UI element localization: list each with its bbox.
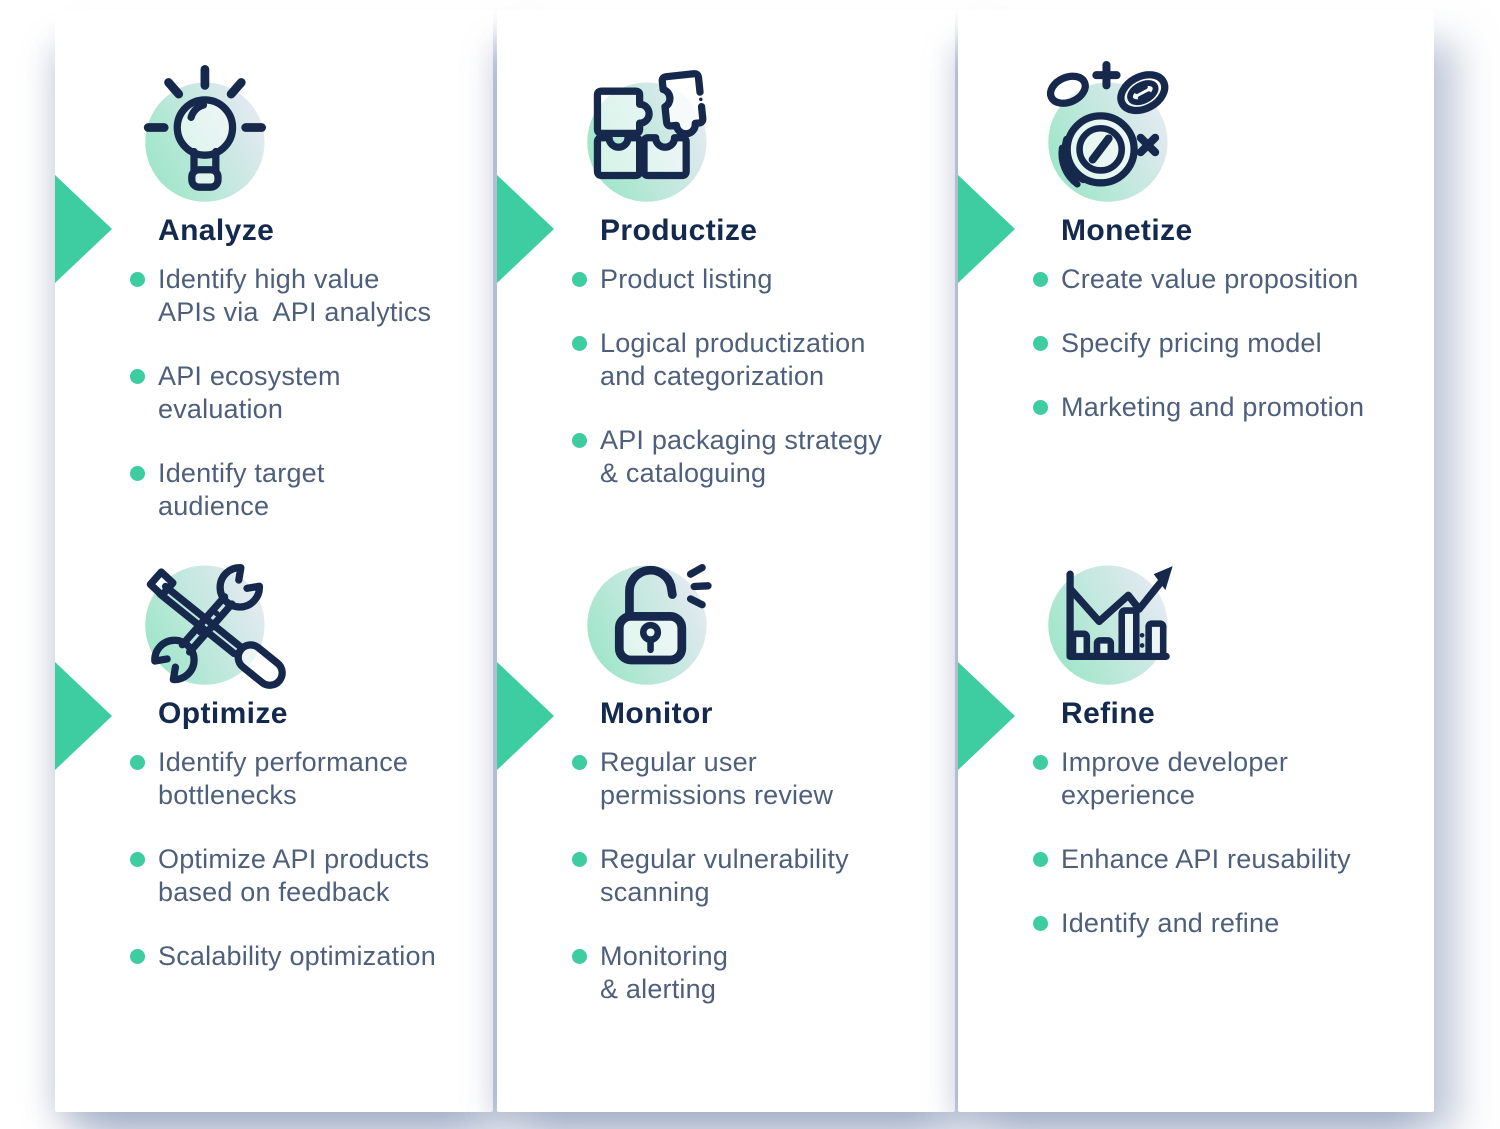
bullet-text: Identify target audience	[158, 458, 325, 521]
bullet-text: Optimize API products based on feedback	[158, 844, 430, 907]
panel-left: Analyze Identify high value APIs via API…	[55, 10, 493, 1112]
bullet-dot-icon	[130, 949, 145, 964]
list-item: Regular user permissions review	[497, 746, 955, 812]
puzzle-icon	[587, 70, 707, 202]
section-analyze: Analyze Identify high value APIs via API…	[55, 65, 493, 554]
bullet-text: Regular vulnerability scanning	[600, 844, 849, 907]
bullet-list: Identify high value APIs via API analyti…	[55, 263, 493, 523]
bullet-text: API ecosystem evaluation	[158, 361, 341, 424]
list-item: Scalability optimization	[55, 940, 493, 973]
section-productize: Productize Product listing Logical produ…	[497, 70, 955, 521]
icon-area	[958, 61, 1434, 212]
bullet-dot-icon	[1033, 755, 1048, 770]
bullet-text: Logical productization and categorizatio…	[600, 328, 866, 391]
bullet-dot-icon	[1033, 916, 1048, 931]
icon-area	[497, 553, 955, 695]
list-item: Create value proposition	[958, 263, 1434, 296]
bullet-dot-icon	[572, 852, 587, 867]
list-item: Marketing and promotion	[958, 391, 1434, 424]
list-item: Identify high value APIs via API analyti…	[55, 263, 493, 329]
list-item: API packaging strategy & cataloguing	[497, 424, 955, 490]
list-item: Identify and refine	[958, 907, 1434, 940]
section-monitor: Monitor Regular user permissions review …	[497, 553, 955, 1037]
bullet-list: Identify performance bottlenecks Optimiz…	[55, 746, 493, 973]
list-item: Specify pricing model	[958, 327, 1434, 360]
bullet-text: Identify high value APIs via API analyti…	[158, 264, 432, 327]
list-item: Identify target audience	[55, 457, 493, 523]
bullet-list: Regular user permissions review Regular …	[497, 746, 955, 1006]
bullet-dot-icon	[572, 755, 587, 770]
icon-area	[958, 553, 1434, 695]
padlock-icon	[587, 564, 712, 685]
panel-right: Monetize Create value proposition Specif…	[958, 10, 1434, 1112]
section-title: Optimize	[158, 697, 288, 730]
icon-area	[55, 65, 493, 212]
coins-icon	[1046, 61, 1169, 202]
bullet-dot-icon	[1033, 272, 1048, 287]
bullet-text: Create value proposition	[1061, 264, 1359, 294]
bullet-dot-icon	[572, 336, 587, 351]
list-item: Optimize API products based on feedback	[55, 843, 493, 909]
bullet-dot-icon	[572, 272, 587, 287]
bullet-text: Regular user permissions review	[600, 747, 834, 810]
bullet-dot-icon	[130, 466, 145, 481]
bullet-dot-icon	[130, 755, 145, 770]
section-title: Monitor	[600, 697, 713, 730]
section-monetize: Monetize Create value proposition Specif…	[958, 61, 1434, 455]
list-item: Identify performance bottlenecks	[55, 746, 493, 812]
list-item: API ecosystem evaluation	[55, 360, 493, 426]
bullet-dot-icon	[1033, 400, 1048, 415]
list-item: Regular vulnerability scanning	[497, 843, 955, 909]
bullet-dot-icon	[572, 949, 587, 964]
bullet-text: Scalability optimization	[158, 941, 436, 971]
section-title: Refine	[1061, 697, 1156, 730]
panel-center: Productize Product listing Logical produ…	[497, 10, 955, 1112]
section-title: Productize	[600, 214, 758, 247]
growth-chart-icon	[1048, 565, 1173, 685]
bullet-text: API packaging strategy & cataloguing	[600, 425, 883, 488]
icon-area	[497, 70, 955, 212]
list-item: Product listing	[497, 263, 955, 296]
bullet-dot-icon	[572, 433, 587, 448]
section-optimize: Optimize Identify performance bottleneck…	[55, 553, 493, 1004]
list-item: Logical productization and categorizatio…	[497, 327, 955, 393]
section-refine: Refine Improve developer experience Enha…	[958, 553, 1434, 971]
bullet-text: Identify performance bottlenecks	[158, 747, 409, 810]
bullet-text: Monitoring & alerting	[600, 941, 729, 1004]
bullet-dot-icon	[1033, 852, 1048, 867]
section-title: Monetize	[1061, 214, 1193, 247]
list-item: Enhance API reusability	[958, 843, 1434, 876]
bullet-dot-icon	[130, 272, 145, 287]
section-title: Analyze	[158, 214, 275, 247]
bullet-text: Specify pricing model	[1061, 328, 1322, 358]
tools-icon	[145, 564, 286, 689]
bullet-dot-icon	[1033, 336, 1048, 351]
list-item: Monitoring & alerting	[497, 940, 955, 1006]
bullet-text: Identify and refine	[1061, 908, 1280, 938]
bullet-text: Improve developer experience	[1061, 747, 1289, 810]
list-item: Improve developer experience	[958, 746, 1434, 812]
lightbulb-icon	[143, 65, 266, 202]
bullet-text: Enhance API reusability	[1061, 844, 1351, 874]
bullet-dot-icon	[130, 369, 145, 384]
icon-area	[55, 553, 493, 695]
bullet-text: Product listing	[600, 264, 773, 294]
bullet-text: Marketing and promotion	[1061, 392, 1365, 422]
bullet-list: Create value proposition Specify pricing…	[958, 263, 1434, 424]
bullet-dot-icon	[130, 852, 145, 867]
bullet-list: Product listing Logical productization a…	[497, 263, 955, 490]
bullet-list: Improve developer experience Enhance API…	[958, 746, 1434, 940]
